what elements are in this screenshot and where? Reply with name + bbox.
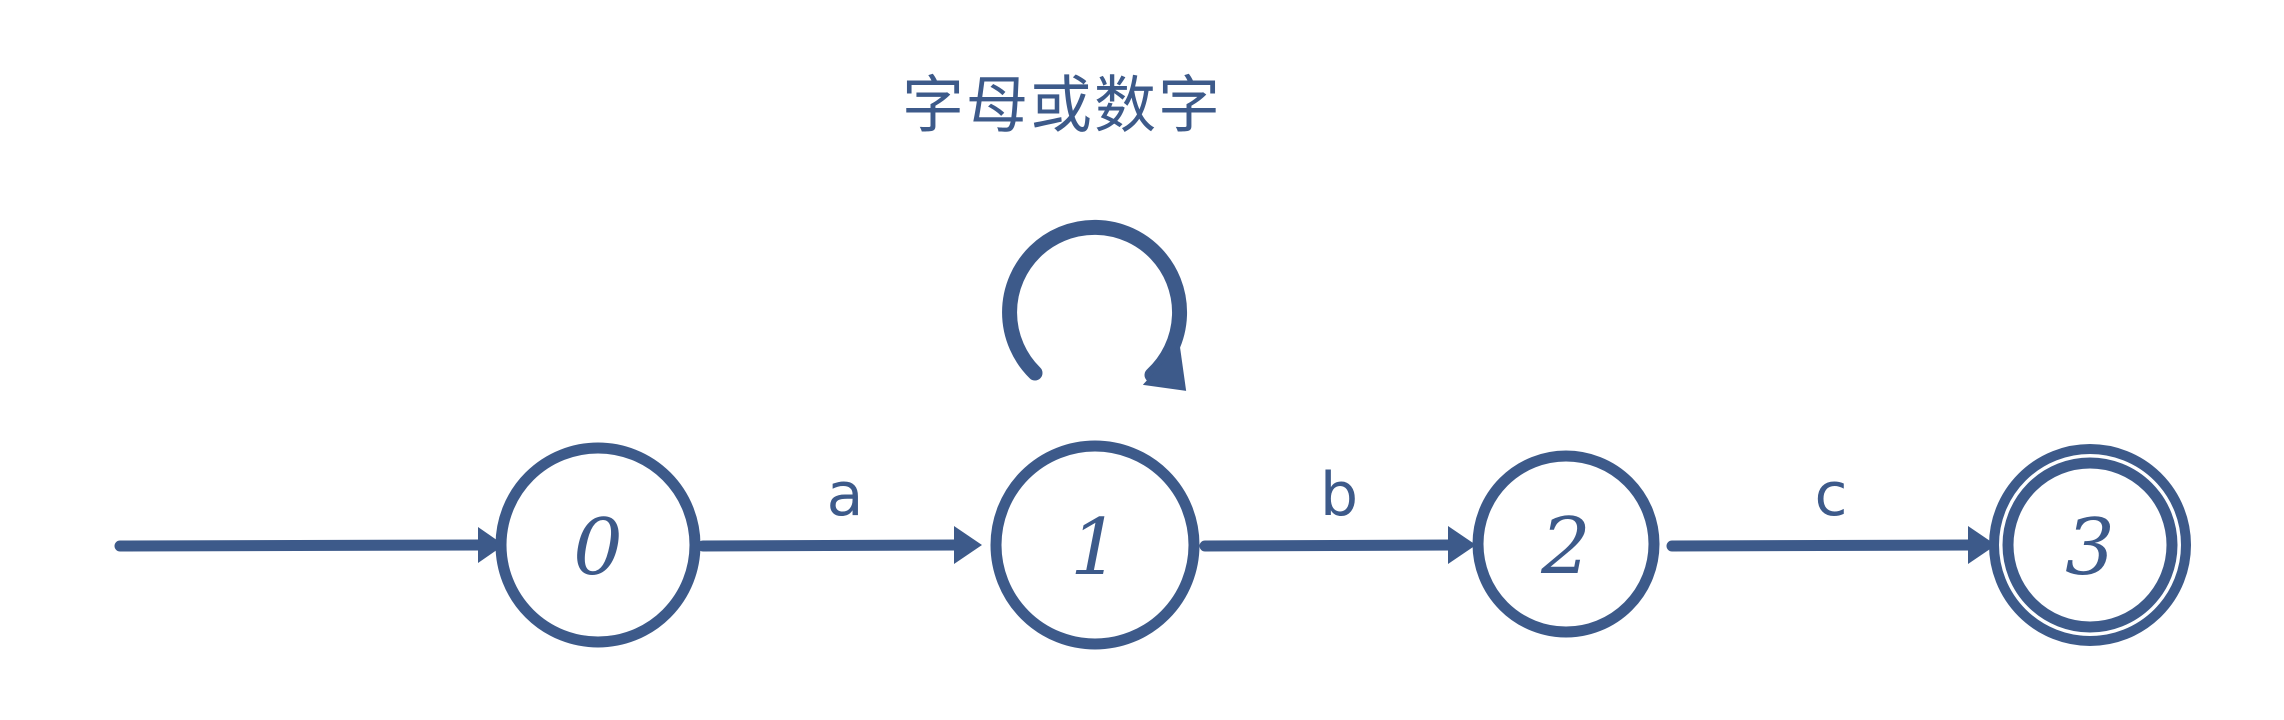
state-node-0[interactable]: 0 xyxy=(495,442,701,648)
transition-b-label: b xyxy=(1320,460,1358,530)
state-node-2[interactable]: 2 xyxy=(1472,450,1660,638)
transition-b-arrowhead xyxy=(1448,526,1476,564)
transition-b: b xyxy=(1199,460,1476,564)
state-node-1[interactable]: 1 xyxy=(990,440,1200,650)
transition-b-line xyxy=(1199,539,1458,552)
self-loop-arc xyxy=(1002,219,1188,383)
transition-a-label: a xyxy=(827,460,864,530)
state-2-circle[interactable] xyxy=(1472,450,1660,638)
start-arrow-line xyxy=(114,539,488,552)
diagram-title: 字母或数字 xyxy=(902,69,1222,142)
state-2-label: 2 xyxy=(1540,502,1591,592)
transition-c: c xyxy=(1666,460,1996,564)
self-loop-arrowhead xyxy=(1142,344,1187,391)
state-3-circle[interactable] xyxy=(2002,457,2178,633)
transition-a: a xyxy=(697,460,982,564)
self-loop-state-1 xyxy=(1002,219,1188,391)
start-arrow-head xyxy=(478,527,504,563)
state-3-label: 3 xyxy=(2065,503,2115,593)
state-0-circle[interactable] xyxy=(495,442,701,648)
state-1-label: 1 xyxy=(1070,503,1120,593)
state-3-accepting-outer-ring xyxy=(1989,444,2191,646)
transition-c-line xyxy=(1666,539,1978,552)
transition-a-arrowhead xyxy=(954,526,982,564)
transition-a-line xyxy=(697,539,964,552)
transition-c-label: c xyxy=(1815,460,1848,530)
state-0-label: 0 xyxy=(573,503,623,593)
transition-c-arrowhead xyxy=(1968,526,1996,564)
start-arrow xyxy=(114,527,504,563)
state-node-3[interactable]: 3 xyxy=(1989,444,2191,646)
state-1-circle[interactable] xyxy=(990,440,1200,650)
